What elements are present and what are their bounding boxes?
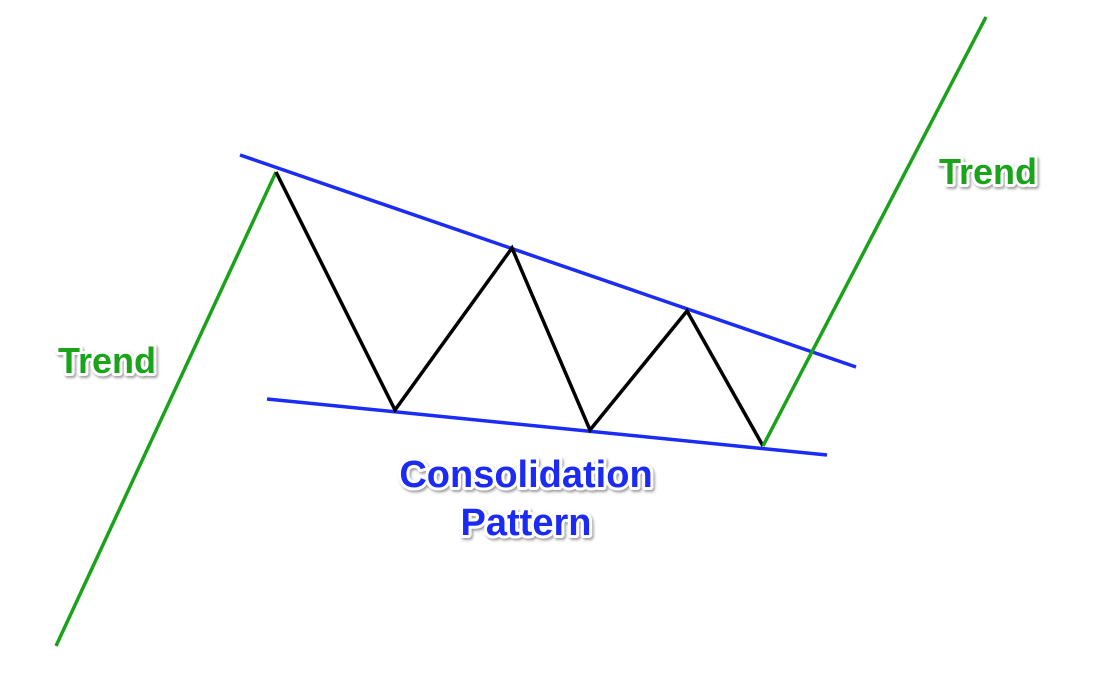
trend-label-right: Trend (939, 151, 1037, 192)
uptrend-line-right (761, 16, 988, 447)
lower-boundary-line (266, 397, 828, 457)
trend-label-left: Trend (58, 340, 156, 381)
upper-boundary-line (239, 153, 857, 369)
consolidation-label-line1: Consolidation (399, 454, 652, 496)
uptrend-line-left (54, 171, 278, 647)
price-zigzag (274, 171, 765, 447)
consolidation-label-line2: Pattern (461, 502, 592, 544)
